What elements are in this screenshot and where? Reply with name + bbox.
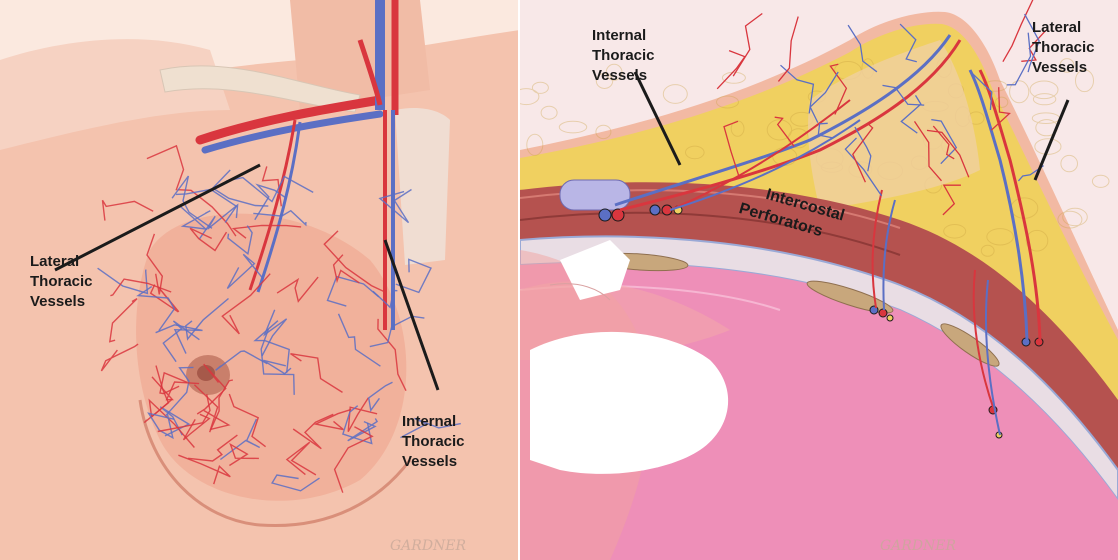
label-line: Vessels xyxy=(1032,58,1095,78)
right-illustration-panel: Internal Thoracic Vessels Lateral Thorac… xyxy=(520,0,1118,560)
label-line: Thoracic xyxy=(1032,38,1095,58)
label-line: Vessels xyxy=(592,66,655,86)
artist-signature: GARDNER xyxy=(880,538,956,554)
label-line: Internal xyxy=(402,412,465,432)
label-line: Internal xyxy=(592,26,655,46)
label-line: Vessels xyxy=(30,292,93,312)
left-lateral-thoracic-label: Lateral Thoracic Vessels xyxy=(30,252,93,312)
label-line: Thoracic xyxy=(592,46,655,66)
label-line: Thoracic xyxy=(30,272,93,292)
label-line: Lateral xyxy=(1032,18,1095,38)
label-line: Thoracic xyxy=(402,432,465,452)
label-line: Vessels xyxy=(402,452,465,472)
left-internal-thoracic-label: Internal Thoracic Vessels xyxy=(402,412,465,472)
left-illustration-panel: Lateral Thoracic Vessels Internal Thorac… xyxy=(0,0,520,560)
label-line: Lateral xyxy=(30,252,93,272)
right-lateral-thoracic-label: Lateral Thoracic Vessels xyxy=(1032,18,1095,78)
right-internal-thoracic-label: Internal Thoracic Vessels xyxy=(592,26,655,86)
artist-signature: GARDNER xyxy=(390,538,466,554)
